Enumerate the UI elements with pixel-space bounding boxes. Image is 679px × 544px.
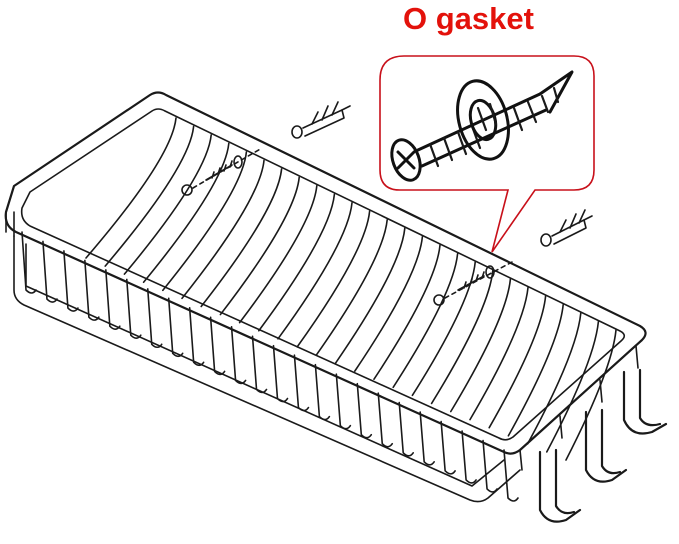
- front-wire: [209, 316, 226, 376]
- wall-anchor-icon-right: [540, 209, 593, 247]
- front-wire: [440, 420, 456, 475]
- back-wire: [258, 193, 336, 332]
- back-wire: [565, 329, 617, 461]
- back-wire: [104, 125, 195, 267]
- front-wire: [42, 240, 58, 303]
- wire-basket-shelf: [4, 91, 647, 503]
- front-wire: [63, 250, 79, 312]
- front-wire: [503, 449, 519, 502]
- back-wire: [507, 303, 564, 437]
- front-wires: [21, 231, 519, 502]
- screw-icon-right: [457, 271, 485, 291]
- back-wire: [219, 176, 300, 316]
- front-wire: [146, 288, 163, 349]
- back-wire: [123, 134, 212, 275]
- back-wire: [469, 286, 529, 421]
- front-wire: [230, 325, 247, 385]
- back-wire: [238, 185, 318, 324]
- front-wire: [314, 363, 331, 421]
- front-wire: [188, 307, 205, 367]
- front-wire: [377, 392, 394, 448]
- back-wire: [85, 117, 177, 259]
- callout-bubble: [379, 55, 595, 253]
- front-wire: [398, 401, 415, 457]
- callout-label: O gasket: [403, 1, 534, 36]
- back-wire: [411, 261, 476, 397]
- front-wire: [21, 231, 37, 294]
- front-wire: [419, 411, 435, 466]
- o-gasket-icon-magnified: [456, 79, 510, 161]
- back-wire: [315, 218, 388, 356]
- back-wire: [296, 210, 371, 348]
- callout-frame: [379, 55, 595, 253]
- back-wire: [142, 142, 230, 284]
- front-wire: [272, 344, 289, 403]
- basket-bottom-rim: [13, 235, 521, 503]
- back-wire: [354, 235, 424, 372]
- o-gasket-icon-right: [485, 265, 495, 279]
- front-wire: [167, 297, 184, 358]
- wall-anchor-icon: [291, 101, 351, 139]
- mount-hole-right: [433, 294, 445, 306]
- front-wire: [251, 335, 268, 394]
- side-wires: [519, 345, 639, 471]
- right-mount-hardware: [433, 209, 593, 306]
- basket-top-rim-inner: [20, 108, 626, 441]
- front-wire: [461, 430, 477, 484]
- back-wire: [526, 312, 582, 445]
- back-wire: [200, 168, 283, 308]
- back-wire: [450, 278, 512, 413]
- basket-top-rim-outer: [4, 91, 647, 455]
- back-wire: [277, 202, 353, 340]
- back-wire: [162, 151, 248, 292]
- back-wire: [334, 227, 406, 364]
- front-wire: [105, 269, 121, 330]
- front-wire: [293, 354, 310, 412]
- hook-icon: [538, 368, 668, 523]
- left-end-wires: [5, 211, 15, 237]
- front-wire: [356, 382, 373, 439]
- back-wire: [488, 295, 547, 429]
- front-wire: [84, 259, 100, 321]
- back-wire: [373, 244, 441, 380]
- back-wire: [546, 320, 600, 453]
- basket-bottom-inner: [25, 243, 505, 487]
- o-gasket-icon: [233, 155, 243, 169]
- dashed-guide-right: [444, 261, 513, 299]
- left-mount-hardware: [181, 101, 351, 196]
- front-wire: [335, 373, 352, 430]
- back-wire: [430, 269, 494, 405]
- mount-hole-left: [181, 184, 193, 196]
- screw-icon: [205, 160, 233, 181]
- back-wire: [392, 252, 459, 389]
- front-wire: [125, 278, 142, 340]
- back-wire: [181, 159, 265, 300]
- front-wire: [482, 439, 498, 493]
- back-wires: [85, 117, 617, 461]
